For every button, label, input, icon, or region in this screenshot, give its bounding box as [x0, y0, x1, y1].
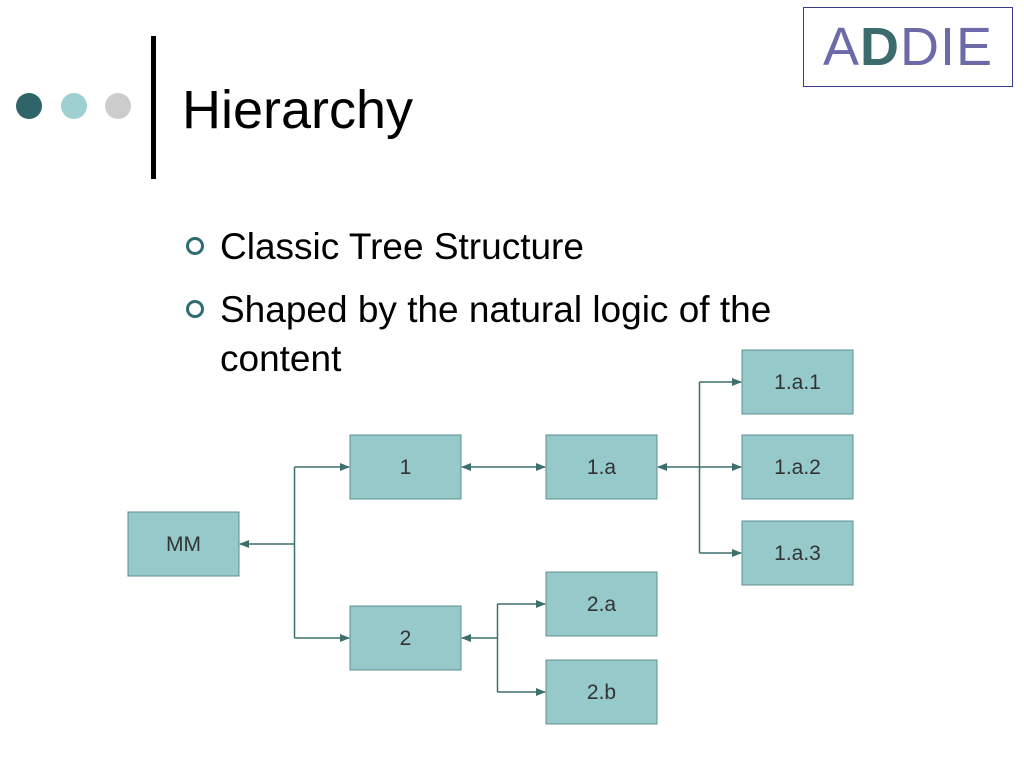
node-box	[545, 571, 658, 637]
node-n1a3: 1.a.3	[741, 520, 854, 586]
node-n1: 1	[349, 434, 462, 500]
logo-letters-die: DIE	[900, 17, 994, 77]
node-label: 1.a.2	[774, 456, 821, 479]
node-box	[349, 605, 462, 671]
node-label: 2.b	[587, 681, 616, 704]
node-label: MM	[166, 533, 201, 556]
slide-title: Hierarchy	[182, 80, 414, 140]
node-box	[545, 434, 658, 500]
node-box	[545, 659, 658, 725]
node-box	[741, 349, 854, 415]
bullet-list: Classic Tree Structure Shaped by the nat…	[186, 222, 886, 397]
node-label: 1	[400, 456, 412, 479]
node-label: 2.a	[587, 593, 617, 616]
node-label: 1.a.3	[774, 542, 821, 565]
bullet-item: Shaped by the natural logic of the conte…	[186, 285, 886, 383]
nodes: MM 1 2 1.a 2.a 2.b 1.a.1 1.a.2 1.a.3	[127, 349, 854, 725]
node-label: 1.a	[587, 456, 617, 479]
bullet-text: Classic Tree Structure	[220, 226, 584, 267]
dot-light	[61, 93, 87, 119]
node-box	[349, 434, 462, 500]
node-n1a2: 1.a.2	[741, 434, 854, 500]
node-label: 2	[400, 627, 412, 650]
node-n1a: 1.a	[545, 434, 658, 500]
node-mm: MM	[127, 511, 240, 577]
node-box	[741, 434, 854, 500]
bullet-text: Shaped by the natural logic of the conte…	[220, 289, 772, 379]
logo-letter-a: A	[822, 17, 860, 77]
node-box	[741, 520, 854, 586]
node-n1a1: 1.a.1	[741, 349, 854, 415]
bullet-item: Classic Tree Structure	[186, 222, 886, 271]
dot-dark	[16, 93, 42, 119]
node-n2a: 2.a	[545, 571, 658, 637]
node-n2b: 2.b	[545, 659, 658, 725]
node-label: 1.a.1	[774, 371, 821, 394]
logo-letter-d: D	[860, 17, 900, 77]
node-box	[127, 511, 240, 577]
node-n2: 2	[349, 605, 462, 671]
bullet-ring-icon	[186, 237, 204, 255]
dot-gray	[105, 93, 131, 119]
title-divider	[151, 36, 156, 179]
connectors	[239, 378, 742, 696]
bullet-ring-icon	[186, 300, 204, 318]
